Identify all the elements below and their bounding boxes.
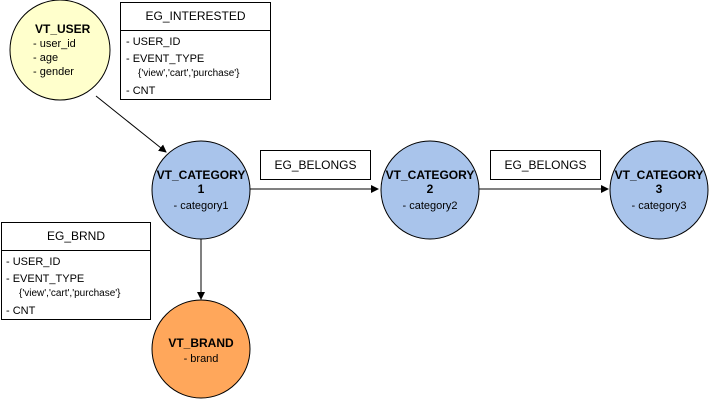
field-event-type-values: {'view','cart','purchase'} bbox=[138, 68, 240, 79]
svg-text:EG_BELONGS: EG_BELONGS bbox=[274, 158, 356, 172]
node-vt-category-1: VT_CATEGORY 1 - category1 bbox=[151, 140, 251, 240]
node-title-number: 2 bbox=[427, 182, 434, 196]
node-title: VT_CATEGORY bbox=[157, 168, 246, 182]
attr-category3: - category3 bbox=[631, 200, 686, 212]
edge-box-eg-brnd: EG_BRND - USER_ID - EVENT_TYPE {'view','… bbox=[1, 222, 151, 320]
edge-label-eg-belongs-1: EG_BELONGS bbox=[260, 150, 371, 180]
edge-label-eg-belongs-2: EG_BELONGS bbox=[490, 150, 601, 180]
field-cnt: - CNT bbox=[6, 305, 36, 317]
node-title: VT_BRAND bbox=[168, 336, 234, 350]
field-event-type-values: {'view','cart','purchase'} bbox=[19, 288, 121, 299]
edge-user-to-category1 bbox=[95, 95, 167, 153]
node-title: VT_USER bbox=[35, 22, 91, 36]
svg-text:EG_BELONGS: EG_BELONGS bbox=[504, 158, 586, 172]
field-event-type: - EVENT_TYPE bbox=[126, 53, 204, 65]
node-vt-user: VT_USER - user_id - age - gender bbox=[9, 0, 111, 101]
field-event-type: - EVENT_TYPE bbox=[6, 273, 84, 285]
attr-category1: - category1 bbox=[173, 200, 228, 212]
box-title: EG_BRND bbox=[47, 229, 105, 243]
attr-age: - age bbox=[33, 52, 58, 64]
attr-category2: - category2 bbox=[402, 200, 457, 212]
field-cnt: - CNT bbox=[126, 85, 156, 97]
node-vt-brand: VT_BRAND - brand bbox=[151, 299, 251, 399]
attr-gender: - gender bbox=[33, 66, 74, 78]
node-title: VT_CATEGORY bbox=[615, 168, 704, 182]
field-user-id: - USER_ID bbox=[126, 36, 180, 48]
box-title: EG_INTERESTED bbox=[145, 9, 245, 23]
node-title-number: 3 bbox=[656, 182, 663, 196]
edge-box-eg-interested: EG_INTERESTED - USER_ID - EVENT_TYPE {'v… bbox=[120, 2, 271, 100]
field-user-id: - USER_ID bbox=[6, 256, 60, 268]
attr-brand: - brand bbox=[184, 353, 219, 365]
attr-user-id: - user_id bbox=[33, 38, 76, 50]
node-title: VT_CATEGORY bbox=[386, 168, 475, 182]
node-title-number: 1 bbox=[198, 182, 205, 196]
node-vt-category-3: VT_CATEGORY 3 - category3 bbox=[609, 140, 709, 240]
node-vt-category-2: VT_CATEGORY 2 - category2 bbox=[380, 140, 480, 240]
